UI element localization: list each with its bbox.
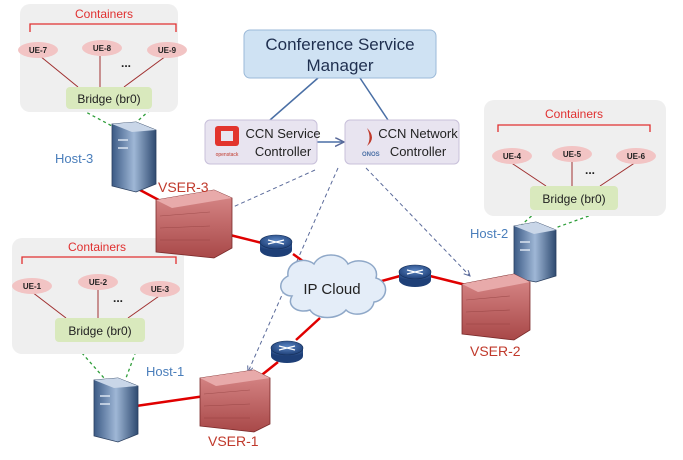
bridge-host1[interactable]: Bridge (br0): [55, 318, 145, 342]
manager-to-service-line: [269, 77, 319, 121]
openstack-logo-text: openstack: [216, 152, 239, 158]
ip-cloud-label: IP Cloud: [303, 281, 360, 298]
ue-9[interactable]: UE-9: [147, 42, 187, 58]
ue-4-label: UE-4: [503, 152, 522, 161]
ue-6-label: UE-6: [627, 152, 646, 161]
manager-title-line1: Conference Service: [265, 35, 414, 54]
ue-ellipsis-host2: ...: [585, 163, 595, 177]
container-group-host2: Containers UE-4 UE-5 ... UE-6 Bridge (br…: [484, 100, 666, 216]
vser2-label: VSER-2: [470, 343, 521, 359]
link-vser3-router: [229, 233, 263, 245]
ue-6[interactable]: UE-6: [616, 148, 656, 164]
container-group-host3: Containers UE-7 UE-8 ... UE-9 Bridge (br…: [18, 4, 187, 112]
vser1-label: VSER-1: [208, 433, 259, 449]
vser2-box[interactable]: [461, 273, 531, 341]
onos-logo: ONOS: [362, 128, 380, 158]
host3-label: Host-3: [55, 151, 93, 166]
arrow-to-vser3: [222, 169, 316, 212]
vser3-box[interactable]: [155, 189, 233, 259]
containers-label-host3: Containers: [75, 7, 133, 21]
manager-title-line2: Manager: [306, 56, 373, 75]
ue-7[interactable]: UE-7: [18, 42, 58, 58]
arrow-to-vser1: [248, 167, 339, 372]
router-bottom[interactable]: [270, 340, 304, 363]
service-controller-line2: Controller: [255, 144, 312, 159]
network-controller-line2: Controller: [390, 144, 447, 159]
ccn-service-controller[interactable]: openstack CCN Service Controller: [204, 119, 321, 165]
ue-1-label: UE-1: [23, 282, 42, 291]
ue-3-label: UE-3: [151, 285, 170, 294]
ue-5[interactable]: UE-5: [552, 146, 592, 162]
bridge-label-host3: Bridge (br0): [77, 92, 140, 106]
bridge-host3[interactable]: Bridge (br0): [66, 87, 152, 109]
ue-3[interactable]: UE-3: [140, 281, 180, 297]
ue-8[interactable]: UE-8: [82, 40, 122, 56]
host2-server[interactable]: [513, 221, 557, 283]
vser3-label: VSER-3: [158, 179, 209, 195]
vser1-box[interactable]: [199, 369, 271, 433]
ue-8-label: UE-8: [93, 44, 112, 53]
onos-logo-text: ONOS: [362, 152, 380, 158]
bridge-host2[interactable]: Bridge (br0): [530, 186, 618, 210]
ue-4[interactable]: UE-4: [492, 148, 532, 164]
host3-server[interactable]: [111, 121, 157, 193]
control-lines: [269, 77, 389, 142]
ue-9-label: UE-9: [158, 46, 177, 55]
containers-label-host2: Containers: [545, 107, 603, 121]
conference-service-manager[interactable]: Conference Service Manager: [243, 29, 437, 79]
ue-5-label: UE-5: [563, 150, 582, 159]
service-controller-line1: CCN Service: [245, 126, 320, 141]
router-top[interactable]: [259, 234, 293, 257]
router-right[interactable]: [398, 264, 432, 287]
bridge-label-host1: Bridge (br0): [68, 324, 131, 338]
container-group-host1: Containers UE-1 UE-2 ... UE-3 Bridge (br…: [12, 238, 184, 354]
link-host1-vser1: [135, 394, 206, 408]
link-router2-vser2: [429, 274, 467, 287]
ccn-network-controller[interactable]: ONOS CCN Network Controller: [344, 119, 460, 165]
manager-to-network-line: [359, 77, 389, 121]
host1-server[interactable]: [93, 377, 139, 443]
ue-ellipsis-host3: ...: [121, 56, 131, 70]
link-cloud-router1: [295, 317, 321, 341]
ue-2-label: UE-2: [89, 278, 108, 287]
host1-label: Host-1: [146, 364, 184, 379]
ip-cloud[interactable]: IP Cloud: [280, 254, 387, 319]
network-controller-line1: CCN Network: [378, 126, 458, 141]
ue-ellipsis-host1: ...: [113, 291, 123, 305]
ue-1[interactable]: UE-1: [12, 278, 52, 294]
dashed-control-arrows: [222, 167, 470, 372]
ue-2[interactable]: UE-2: [78, 274, 118, 290]
bridge-label-host2: Bridge (br0): [542, 192, 605, 206]
containers-label-host1: Containers: [68, 240, 126, 254]
openstack-logo: openstack: [215, 126, 239, 158]
host2-label: Host-2: [470, 226, 508, 241]
ue-7-label: UE-7: [29, 46, 48, 55]
arrow-to-vser2: [365, 167, 470, 276]
